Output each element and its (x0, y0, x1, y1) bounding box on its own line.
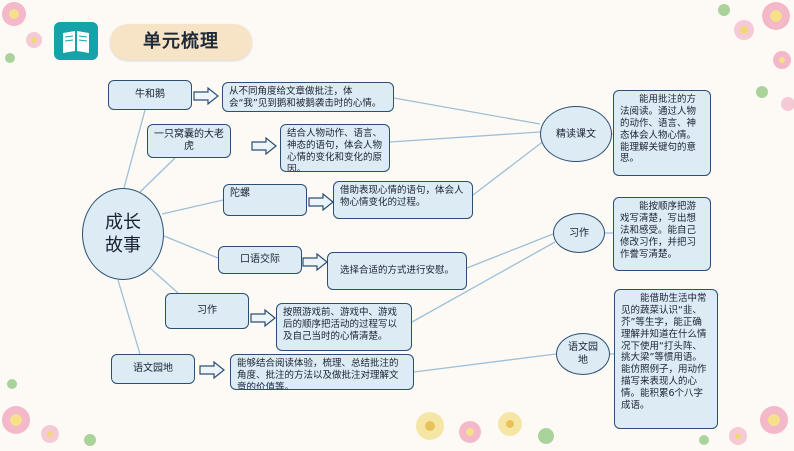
center-topic-oval: 成长 故事 (82, 188, 164, 280)
category-summary-box: 能借助生活中常见的蔬菜认识“韭、芥”等生字，能正确理解并知道在什么情况下使用“打… (614, 289, 718, 429)
lesson-name: 习作 (197, 304, 217, 316)
bottom-left-flower-decoration (0, 370, 140, 447)
lesson-desc: 借助表现心情的语句，体会人物心情变化的过程。 (340, 185, 464, 208)
connector-line (117, 279, 141, 355)
connector-line (413, 353, 557, 373)
arrow-right-icon (199, 360, 225, 380)
lesson-name-box: 陀螺 (223, 184, 307, 216)
connector-line (472, 139, 546, 196)
lesson-desc-box: 借助表现心情的语句，体会人物心情变化的过程。 (333, 181, 473, 219)
flower-icon (2, 379, 96, 446)
flower-icon (416, 412, 554, 444)
lesson-name: 陀螺 (230, 188, 250, 199)
connector-line (389, 131, 541, 143)
category-summary: 能借助生活中常见的蔬菜认识“韭、芥”等生字，能正确理解并知道在什么情况下使用“打… (621, 293, 707, 411)
connector-line (411, 241, 556, 323)
lesson-name-box: 习作 (165, 293, 249, 329)
lesson-desc: 结合人物动作、语言、神态的语句，体会人物心情的变化和变化的原因。 (287, 128, 383, 172)
book-icon-badge (54, 22, 98, 60)
lesson-desc-box: 从不同角度给文章做批注，体会“我”见到鹅和被鹅袭击时的心情。 (222, 82, 394, 112)
category-summary: 能按顺序把游戏写清楚，写出想法和感受。能自己修改习作，并把习作誊写清楚。 (620, 201, 697, 260)
page-title-pill: 单元梳理 (110, 24, 252, 60)
category-summary-box: 能用批注的方法阅读。通过人物的动作、语言、神态体会人物心情。能理解关键句的意思。 (613, 90, 711, 176)
lesson-name: 口语交际 (240, 253, 280, 265)
book-icon (63, 31, 89, 53)
arrow-right-icon (250, 308, 276, 328)
lesson-name: 语文园地 (133, 362, 173, 374)
connector-line (163, 235, 219, 259)
connector-line (123, 109, 146, 189)
lesson-desc: 能够结合阅读体验，梳理、总结批注的角度、批注的方法以及做批注对理解文章的价值等。 (237, 358, 399, 390)
category-oval: 精读课文 (540, 106, 612, 162)
flower-icon (699, 406, 788, 445)
bottom-center-flower-decoration (400, 392, 570, 447)
lesson-desc: 从不同角度给文章做批注，体会“我”见到鹅和被鹅袭击时的心情。 (229, 86, 382, 109)
category-label: 精读课文 (556, 128, 596, 140)
connector-line (161, 199, 224, 215)
connector-line (139, 157, 176, 193)
lesson-name-box: 语文园地 (111, 354, 195, 384)
lesson-name-box: 口语交际 (218, 246, 302, 274)
category-label: 习作 (569, 227, 589, 239)
connector-line (393, 97, 541, 125)
lesson-desc-box: 选择合适的方式进行安慰。 (327, 252, 467, 290)
flower-icon (2, 2, 42, 63)
page-title: 单元梳理 (143, 31, 219, 52)
arrow-right-icon (308, 192, 334, 212)
lesson-name: 牛和鹅 (135, 88, 165, 100)
lesson-name-box: 一只窝囊的大老虎 (147, 124, 231, 158)
connector-line (149, 267, 179, 294)
lesson-name-box: 牛和鹅 (108, 80, 192, 110)
lesson-desc: 选择合适的方式进行安慰。 (339, 265, 454, 277)
arrow-right-icon (302, 252, 328, 272)
lesson-desc-box: 结合人物动作、语言、神态的语句，体会人物心情的变化和变化的原因。 (280, 124, 390, 172)
flower-icon (718, 2, 794, 111)
arrow-right-icon (251, 136, 277, 156)
lesson-name: 一只窝囊的大老虎 (154, 128, 224, 153)
top-left-flower-decoration (0, 0, 50, 70)
lesson-desc: 按照游戏前、游戏中、游戏后的顺序把活动的过程写以及自己当时的心情清楚。 (283, 307, 398, 342)
lesson-desc-box: 能够结合阅读体验，梳理、总结批注的角度、批注的方法以及做批注对理解文章的价值等。 (230, 354, 414, 390)
center-topic-label: 成长 故事 (105, 211, 141, 256)
category-oval: 习作 (553, 213, 605, 253)
arrow-right-icon (193, 86, 219, 106)
category-summary: 能用批注的方法阅读。通过人物的动作、语言、神态体会人物心情。能理解关键句的意思。 (620, 94, 697, 165)
top-right-flower-decoration (684, 0, 794, 120)
category-oval: 语文园地 (556, 333, 610, 375)
bottom-right-flower-decoration (634, 380, 794, 447)
lesson-desc-box: 按照游戏前、游戏中、游戏后的顺序把活动的过程写以及自己当时的心情清楚。 (276, 303, 412, 351)
category-summary-box: 能按顺序把游戏写清楚，写出想法和感受。能自己修改习作，并把习作誊写清楚。 (613, 197, 711, 271)
category-label: 语文园地 (568, 342, 598, 366)
connector-line (466, 233, 554, 269)
